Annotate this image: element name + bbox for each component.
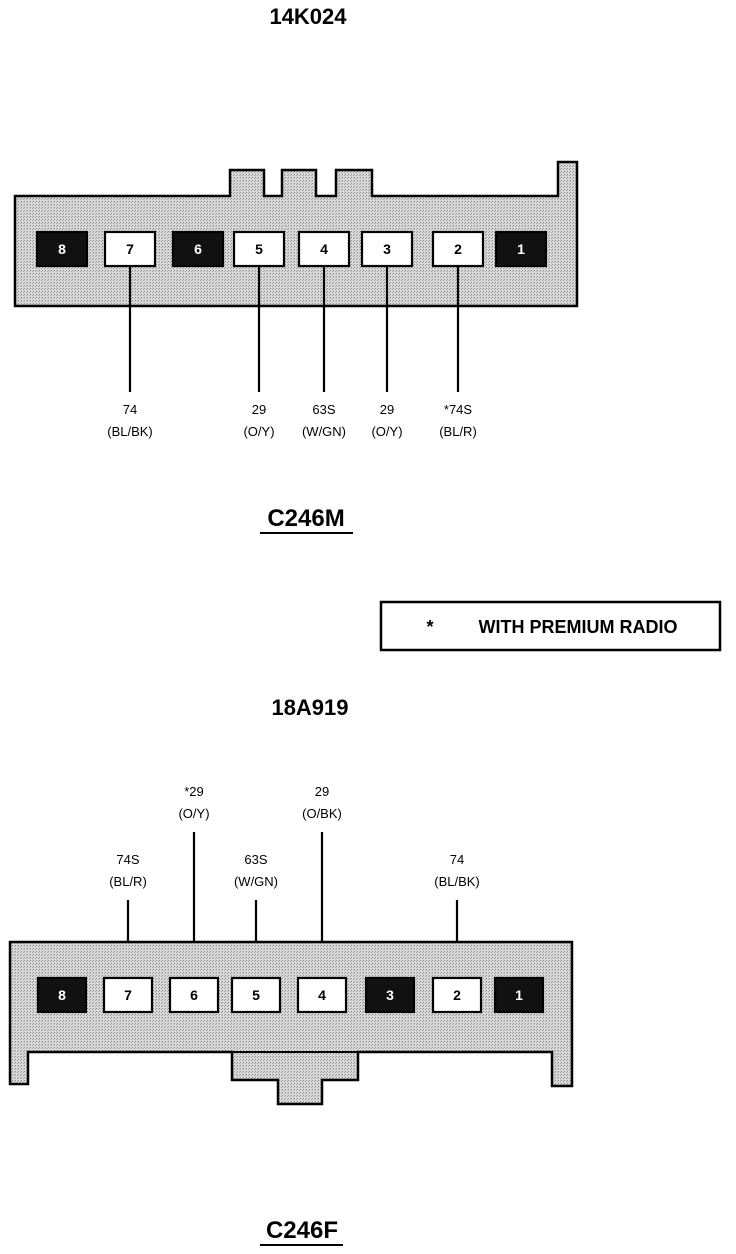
bottom-pin-number: 8	[58, 987, 66, 1003]
top-pin-box	[431, 230, 485, 268]
top-pin-box	[171, 230, 225, 268]
top-wire-circuit: 74	[123, 402, 137, 417]
premium-radio-note: * WITH PREMIUM RADIO	[379, 600, 722, 652]
bottom-pin-number: 7	[124, 987, 132, 1003]
top-wire-3: 29 (O/Y)	[371, 266, 403, 439]
bottom-pin-box	[102, 976, 154, 1014]
bottom-wire-circuit: *29	[184, 784, 204, 799]
bottom-wire-color: (BL/BK)	[434, 874, 480, 889]
top-pin-1: 1	[494, 230, 548, 268]
bottom-wire-circuit: 63S	[244, 852, 267, 867]
bottom-connector-housing	[8, 940, 574, 1106]
top-pin-box	[494, 230, 548, 268]
bottom-wire-circuit: 74	[450, 852, 464, 867]
bottom-pin-box	[168, 976, 220, 1014]
note-text: WITH PREMIUM RADIO	[479, 617, 678, 637]
top-pin-4: 4	[297, 230, 351, 268]
top-wire-circuit: 29	[252, 402, 266, 417]
bottom-wire-color: (BL/R)	[109, 874, 147, 889]
bottom-pin-row: 8 7 6 5 4 3 2 1	[36, 976, 545, 1014]
bottom-connector-id: C246F	[266, 1217, 338, 1244]
bottom-pin-number: 1	[515, 987, 523, 1003]
top-wire-7: 74 (BL/BK)	[107, 266, 153, 439]
top-wire-5: 29 (O/Y)	[243, 266, 275, 439]
bottom-pin-box	[296, 976, 348, 1014]
bottom-wire-2: 74 (BL/BK)	[434, 852, 480, 978]
bottom-pin-box	[431, 976, 483, 1014]
top-wire-color: (BL/R)	[439, 424, 477, 439]
top-pin-3: 3	[360, 230, 414, 268]
top-connector-housing	[13, 160, 579, 308]
bottom-pin-1: 1	[493, 976, 545, 1014]
top-wire-color: (BL/BK)	[107, 424, 153, 439]
top-pin-number: 7	[126, 241, 134, 257]
top-pin-box	[360, 230, 414, 268]
top-part-number: 14K024	[269, 4, 347, 29]
top-wire-color: (W/GN)	[302, 424, 346, 439]
note-star: *	[426, 617, 433, 637]
top-wire-color: (O/Y)	[243, 424, 274, 439]
top-pin-number: 6	[194, 241, 202, 257]
bottom-pin-8: 8	[36, 976, 88, 1014]
top-pin-5: 5	[232, 230, 286, 268]
top-wire-circuit: 29	[380, 402, 394, 417]
bottom-pin-box	[230, 976, 282, 1014]
bottom-wire-group: 74S (BL/R) *29 (O/Y) 63S (W/GN) 29 (O/BK) 74 (BL/…	[109, 784, 480, 978]
top-pin-number: 4	[320, 241, 328, 257]
bottom-wire-color: (W/GN)	[234, 874, 278, 889]
top-pin-2: 2	[431, 230, 485, 268]
top-wire-circuit: *74S	[444, 402, 473, 417]
bottom-pin-6: 6	[168, 976, 220, 1014]
top-wire-color: (O/Y)	[371, 424, 402, 439]
top-pin-8: 8	[35, 230, 89, 268]
bottom-pin-number: 6	[190, 987, 198, 1003]
bottom-pin-2: 2	[431, 976, 483, 1014]
top-pin-6: 6	[171, 230, 225, 268]
bottom-pin-7: 7	[102, 976, 154, 1014]
bottom-pin-number: 4	[318, 987, 326, 1003]
bottom-pin-number: 3	[386, 987, 394, 1003]
top-pin-number: 5	[255, 241, 263, 257]
bottom-pin-4: 4	[296, 976, 348, 1014]
bottom-part-number: 18A919	[271, 695, 348, 720]
bottom-wire-circuit: 74S	[116, 852, 139, 867]
bottom-wire-color: (O/BK)	[302, 806, 342, 821]
bottom-pin-3: 3	[364, 976, 416, 1014]
top-pin-number: 3	[383, 241, 391, 257]
bottom-pin-box	[493, 976, 545, 1014]
top-pin-number: 2	[454, 241, 462, 257]
top-pin-7: 7	[103, 230, 157, 268]
top-pin-box	[35, 230, 89, 268]
bottom-pin-number: 2	[453, 987, 461, 1003]
top-wire-2: *74S (BL/R)	[439, 266, 477, 439]
top-wire-4: 63S (W/GN)	[302, 266, 346, 439]
top-wire-circuit: 63S	[312, 402, 335, 417]
top-wire-group: 74 (BL/BK) 29 (O/Y) 63S (W/GN) 29 (O/Y) *74S (BL/…	[107, 266, 477, 439]
bottom-pin-number: 5	[252, 987, 260, 1003]
bottom-pin-5: 5	[230, 976, 282, 1014]
top-pin-number: 1	[517, 241, 525, 257]
bottom-wire-6: *29 (O/Y)	[178, 784, 210, 978]
bottom-wire-color: (O/Y)	[178, 806, 209, 821]
bottom-pin-box	[36, 976, 88, 1014]
top-connector-id: C246M	[267, 505, 344, 532]
top-pin-number: 8	[58, 241, 66, 257]
bottom-wire-circuit: 29	[315, 784, 329, 799]
bottom-pin-box	[364, 976, 416, 1014]
